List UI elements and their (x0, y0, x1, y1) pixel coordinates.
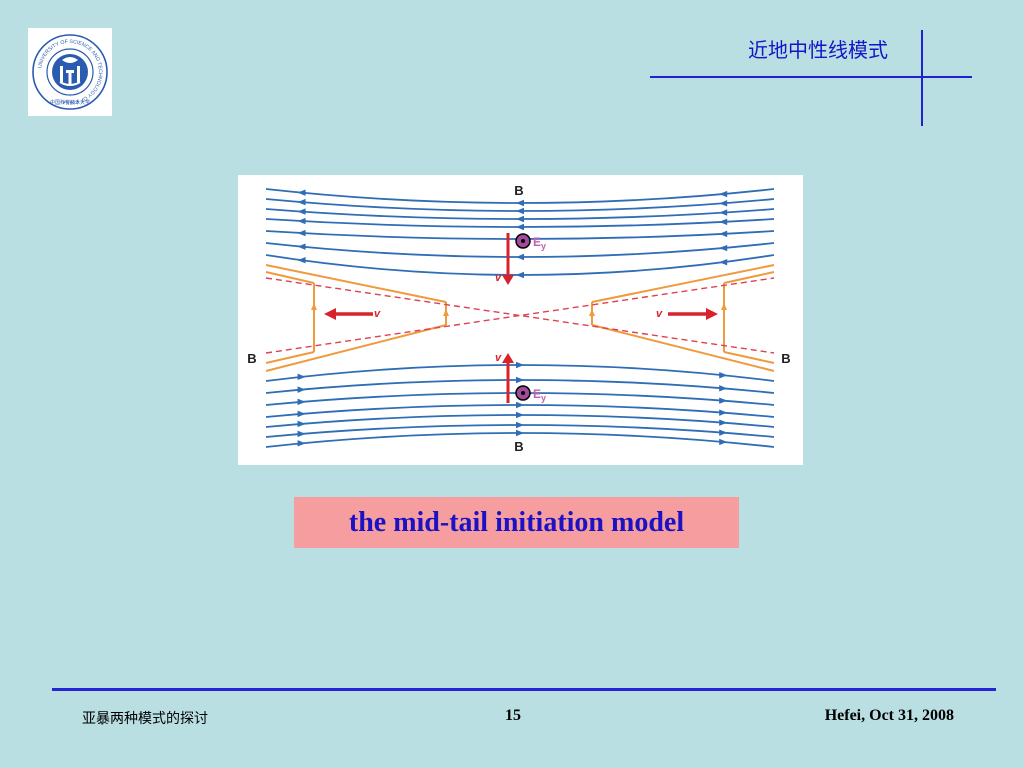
neutral-line-ascending (265, 277, 775, 354)
arrow-icon (719, 244, 728, 252)
label-b-bottom: B (514, 439, 523, 454)
arrow-icon (516, 421, 524, 429)
neutral-line-descending (265, 277, 775, 354)
separatrix-left-lower (265, 324, 447, 372)
arrow-icon (297, 398, 306, 406)
separatrix-lines (265, 264, 775, 372)
arrow-icon (516, 361, 524, 369)
label-v-right: v (656, 308, 663, 320)
header-title: 近地中性线模式 (748, 38, 888, 62)
arrow-icon (297, 386, 306, 393)
arrow-icon (719, 409, 728, 416)
arrow-icon (297, 208, 306, 215)
page-number: 15 (505, 707, 521, 724)
arrow-icon (502, 353, 514, 363)
reconnection-diagram: B B B B v v v v Ey Ey (238, 175, 803, 465)
arrow-icon (297, 229, 306, 237)
separatrix-right-bottom-horizontal (723, 351, 775, 364)
label-ey-bottom: Ey (533, 387, 546, 403)
velocity-arrows (324, 233, 718, 403)
arrow-icon (719, 200, 728, 207)
arrow-icon (719, 438, 728, 446)
separatrix-left-upper (265, 264, 447, 303)
arrow-icon (719, 259, 728, 266)
label-b-right: B (781, 351, 790, 366)
arrow-icon (516, 207, 524, 215)
university-seal-icon: UNIVERSITY OF SCIENCE AND TECHNOLOGY OF … (32, 34, 108, 110)
arrow-icon (516, 253, 524, 261)
field-lines-top (265, 188, 775, 279)
arrow-icon (516, 215, 524, 223)
arrow-icon (719, 397, 728, 404)
arrow-icon (516, 271, 524, 279)
neutral-lines (265, 277, 775, 354)
reconnection-diagram-svg: B B B B v v v v Ey Ey (247, 183, 790, 454)
arrow-icon (719, 209, 728, 216)
arrow-icon (311, 303, 317, 310)
arrow-icon (297, 217, 306, 225)
arrow-icon (516, 429, 524, 437)
arrow-icon (719, 190, 728, 198)
separatrix-right-top-horizontal (723, 271, 775, 284)
label-v-bottom: v (495, 352, 502, 364)
header-vertical-rule (921, 30, 923, 126)
arrow-icon (589, 309, 595, 316)
dot-in-circle-icon (515, 233, 531, 249)
separatrix-left-bottom-horizontal (265, 351, 315, 364)
header-horizontal-rule (650, 76, 972, 78)
separatrix-left-top-horizontal (265, 271, 315, 284)
footer-rule (52, 688, 996, 691)
arrow-icon (324, 308, 336, 320)
field-line-top-2 (265, 198, 775, 212)
separatrix-arrowheads (311, 303, 727, 316)
field-line-bottom-2 (265, 424, 775, 438)
arrow-icon (721, 303, 727, 310)
arrow-icon (516, 401, 524, 409)
logo-bottom-text: 中国科学技术大学 (50, 99, 90, 106)
arrow-icon (297, 198, 306, 206)
arrow-icon (297, 440, 306, 447)
arrow-icon (719, 372, 728, 379)
label-v-top: v (495, 272, 502, 284)
arrow-icon (719, 429, 728, 436)
arrow-icon (297, 257, 306, 264)
diagram-caption: the mid-tail initiation model (294, 497, 739, 548)
label-ey-top: Ey (533, 235, 546, 251)
arrow-icon (706, 308, 718, 320)
arrow-icon (297, 373, 306, 381)
label-b-left: B (247, 351, 256, 366)
separatrix-right-lower (591, 324, 775, 372)
arrow-icon (502, 275, 514, 285)
arrow-icon (516, 376, 524, 384)
arrow-icon (297, 430, 306, 438)
footer-venue-date: Hefei, Oct 31, 2008 (824, 707, 954, 724)
arrow-icon (719, 218, 728, 226)
arrow-icon (719, 385, 728, 392)
arrow-icon (516, 199, 524, 207)
university-logo: UNIVERSITY OF SCIENCE AND TECHNOLOGY OF … (28, 28, 112, 116)
arrow-icon (719, 419, 728, 426)
arrow-icon (297, 410, 306, 418)
label-v-left: v (374, 308, 381, 320)
dot-in-circle-icon (515, 385, 531, 401)
arrow-icon (516, 223, 524, 231)
footer-topic: 亚暴两种模式的探讨 (82, 711, 208, 727)
arrow-icon (297, 189, 306, 196)
field-lines-bottom (265, 361, 775, 448)
separatrix-right-upper (591, 264, 775, 303)
arrow-icon (297, 243, 306, 250)
label-b-top: B (514, 183, 523, 198)
arrow-icon (443, 309, 449, 316)
arrow-icon (516, 411, 524, 419)
arrow-icon (297, 420, 306, 428)
arrow-icon (719, 230, 728, 238)
